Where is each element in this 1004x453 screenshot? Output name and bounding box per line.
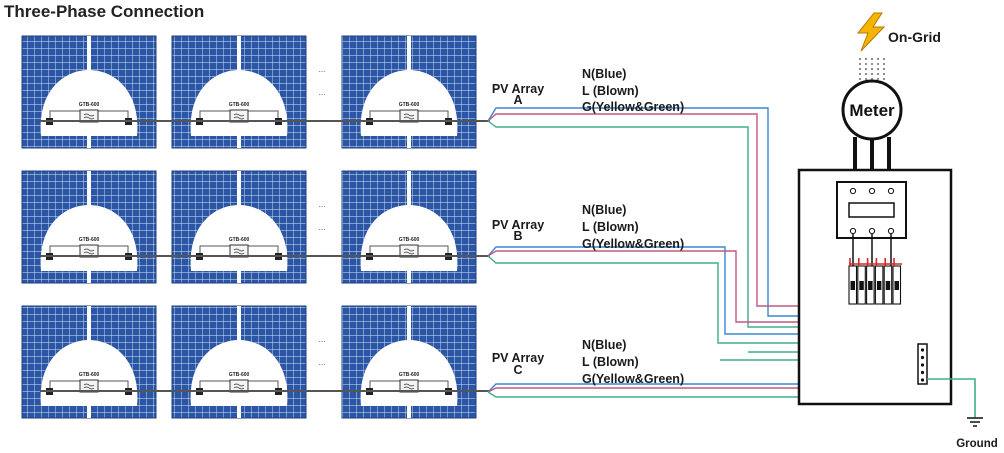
- wire-legend-ground: G(Yellow&Green): [582, 237, 684, 251]
- meter-label: Meter: [849, 101, 895, 120]
- inverter-model-label: GTB-600: [79, 102, 100, 108]
- on-grid-label: On-Grid: [888, 29, 941, 45]
- wire-legend-neutral: N(Blue): [582, 67, 626, 81]
- inverter-model-label: GTB-600: [399, 372, 420, 378]
- continuation-dots: ...: [319, 114, 326, 123]
- pv-array-row: GTB-600 GTB-600 GTB-600.........: [21, 305, 490, 419]
- continuation-dots: ...: [319, 335, 326, 344]
- inverter-model-label: GTB-600: [229, 102, 250, 108]
- distribution-box: Ground: [797, 168, 998, 450]
- solar-panel-pair: GTB-600: [171, 305, 307, 419]
- continuation-dots: ...: [319, 358, 326, 367]
- pv-array-label: PV Array: [492, 82, 544, 96]
- continuation-dots: ...: [319, 384, 326, 393]
- solar-panel-pair: GTB-600: [21, 35, 157, 149]
- solar-panel-pair: GTB-600: [341, 305, 477, 419]
- wire-legend-ground: G(Yellow&Green): [582, 372, 684, 386]
- inverter-model-label: GTB-600: [399, 237, 420, 243]
- inverter-model-label: GTB-600: [79, 237, 100, 243]
- pv-array-letter: A: [513, 93, 522, 107]
- solar-panel-pair: GTB-600: [341, 170, 477, 284]
- continuation-dots: ...: [319, 65, 326, 74]
- solar-panel-pair: GTB-600: [171, 170, 307, 284]
- micro-inverter-icon: [79, 109, 99, 123]
- micro-inverter-icon: [399, 109, 419, 123]
- solar-panel-pair: GTB-600: [21, 170, 157, 284]
- pv-array-letter: C: [513, 363, 522, 377]
- wire-legend-line: L (Blown): [582, 220, 639, 234]
- inverter-model-label: GTB-600: [229, 237, 250, 243]
- continuation-dots: ...: [319, 200, 326, 209]
- diagram-title: Three-Phase Connection: [4, 2, 204, 21]
- continuation-dots: ...: [319, 223, 326, 232]
- inverter-model-label: GTB-600: [229, 372, 250, 378]
- inverter-model-label: GTB-600: [79, 372, 100, 378]
- ground-label: Ground: [956, 438, 998, 450]
- micro-inverter-icon: [229, 109, 249, 123]
- grid-connection: On-Grid Meter: [841, 12, 941, 170]
- pv-array-label: PV Array: [492, 351, 544, 365]
- circuit-breakers: [848, 258, 902, 305]
- solar-panel-pair: GTB-600: [21, 305, 157, 419]
- inverter-model-label: GTB-600: [399, 102, 420, 108]
- wire-legend-line: L (Blown): [582, 355, 639, 369]
- lightning-icon: [856, 12, 886, 52]
- solar-panel-pair: GTB-600: [171, 35, 307, 149]
- wire-legend-neutral: N(Blue): [582, 338, 626, 352]
- ground-symbol-icon: [967, 417, 983, 427]
- pv-array-label: PV Array: [492, 218, 544, 232]
- continuation-dots: ...: [319, 249, 326, 258]
- solar-panel-pair: GTB-600: [341, 35, 477, 149]
- continuation-dots: ...: [319, 88, 326, 97]
- micro-inverter-icon: [79, 244, 99, 258]
- pv-array-letter: B: [513, 229, 522, 243]
- pv-array-row: GTB-600 GTB-600 GTB-600.........: [21, 170, 490, 284]
- pv-array-row: GTB-600 GTB-600 GTB-600.........: [21, 35, 490, 149]
- wire-legend-ground: G(Yellow&Green): [582, 100, 684, 114]
- wire-legend-neutral: N(Blue): [582, 203, 626, 217]
- wire-legend-line: L (Blown): [582, 84, 639, 98]
